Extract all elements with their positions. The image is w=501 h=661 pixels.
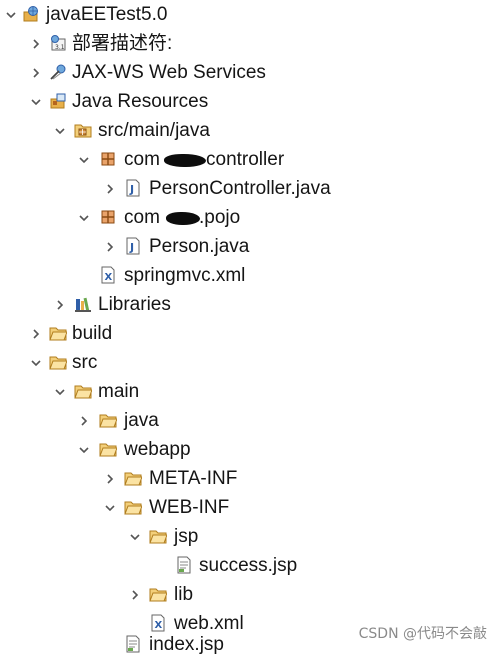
java-file-icon: J — [124, 179, 142, 197]
chevron-right-icon[interactable] — [29, 37, 43, 51]
folder-icon — [124, 498, 142, 516]
tree-item-label: JAX-WS Web Services — [72, 62, 266, 83]
svg-text:X: X — [105, 272, 113, 283]
svg-text:X: X — [155, 620, 163, 631]
tree-item-meta-inf[interactable]: META-INF — [0, 466, 501, 495]
folder-icon — [149, 585, 167, 603]
tree-item-label: javaEETest5.0 — [46, 4, 168, 25]
tree-item-label: com — [124, 207, 160, 228]
java-resources-icon — [49, 92, 67, 110]
source-folder-icon — [74, 121, 92, 139]
tree-item-package-pojo[interactable]: com .pojo — [0, 205, 501, 234]
tree-item-jax-ws[interactable]: JAX-WS Web Services — [0, 60, 501, 89]
folder-icon — [49, 353, 67, 371]
chevron-down-icon[interactable] — [53, 385, 67, 399]
chevron-down-icon[interactable] — [53, 124, 67, 138]
tree-item-label: META-INF — [149, 468, 238, 489]
tree-item-label: src/main/java — [98, 120, 210, 141]
folder-icon — [124, 469, 142, 487]
chevron-right-icon[interactable] — [29, 327, 43, 341]
chevron-down-icon[interactable] — [4, 8, 18, 22]
tree-item-label: com — [124, 149, 160, 170]
tree-item-label: lib — [174, 584, 194, 605]
tree-item-label: index.jsp — [149, 634, 224, 655]
tree-item-project[interactable]: javaEETest5.0 — [0, 2, 501, 31]
tree-item-label: src — [72, 352, 98, 373]
libraries-icon — [74, 295, 92, 313]
tree-item-deployment-descriptor[interactable]: 3.1 部署描述符: — [0, 31, 501, 60]
tree-item-web-inf[interactable]: WEB-INF — [0, 495, 501, 524]
chevron-down-icon[interactable] — [29, 95, 43, 109]
tree-item-webapp[interactable]: webapp — [0, 437, 501, 466]
chevron-down-icon[interactable] — [29, 356, 43, 370]
tree-item-label: web.xml — [174, 613, 244, 634]
java-file-icon: J — [124, 237, 142, 255]
xml-file-icon: X — [99, 266, 117, 284]
tree-item-label: Person.java — [149, 236, 250, 257]
tree-item-package-controller[interactable]: com controller — [0, 147, 501, 176]
tree-item-success-jsp[interactable]: success.jsp — [0, 553, 501, 582]
folder-icon — [74, 382, 92, 400]
watermark: CSDN @代码不会敲 — [358, 626, 487, 642]
chevron-down-icon[interactable] — [77, 443, 91, 457]
tree-item-label: success.jsp — [199, 555, 298, 576]
tree-item-index-jsp[interactable]: index.jsp — [0, 632, 501, 661]
tree-item-jsp-folder[interactable]: jsp — [0, 524, 501, 553]
chevron-down-icon[interactable] — [77, 153, 91, 167]
package-icon — [99, 150, 117, 168]
xml-file-icon: X — [149, 614, 167, 632]
tree-item-label-suffix: controller — [206, 149, 285, 170]
svg-text:3.1: 3.1 — [55, 44, 65, 51]
chevron-right-icon[interactable] — [103, 182, 117, 196]
jsp-file-icon — [175, 556, 193, 574]
jsp-file-icon — [124, 635, 142, 653]
tree-item-label: springmvc.xml — [124, 265, 246, 286]
tree-item-java-resources[interactable]: Java Resources — [0, 89, 501, 118]
tree-item-label: java — [124, 410, 159, 431]
folder-icon — [149, 527, 167, 545]
tree-item-label: 部署描述符: — [72, 33, 173, 54]
tree-item-springmvc-xml[interactable]: X springmvc.xml — [0, 263, 501, 292]
chevron-right-icon[interactable] — [29, 66, 43, 80]
tree-item-label: build — [72, 323, 113, 344]
deployment-descriptor-icon: 3.1 — [49, 34, 67, 52]
tree-item-src-main-java[interactable]: src/main/java — [0, 118, 501, 147]
tree-item-label-suffix: .pojo — [199, 207, 241, 228]
folder-icon — [99, 440, 117, 458]
tree-item-label: Java Resources — [72, 91, 209, 112]
tree-item-label: PersonController.java — [149, 178, 331, 199]
chevron-right-icon[interactable] — [103, 472, 117, 486]
tree-item-src[interactable]: src — [0, 350, 501, 379]
tree-item-libraries[interactable]: Libraries — [0, 292, 501, 321]
tree-item-label: jsp — [174, 526, 199, 547]
tree-item-label: webapp — [124, 439, 191, 460]
chevron-right-icon[interactable] — [77, 414, 91, 428]
chevron-down-icon[interactable] — [77, 211, 91, 225]
chevron-down-icon[interactable] — [128, 530, 142, 544]
svg-text:J: J — [129, 183, 134, 196]
folder-icon — [99, 411, 117, 429]
folder-icon — [49, 324, 67, 342]
chevron-right-icon[interactable] — [128, 588, 142, 602]
tree-item-java-folder[interactable]: java — [0, 408, 501, 437]
tree-item-build[interactable]: build — [0, 321, 501, 350]
svg-text:J: J — [129, 241, 134, 254]
redaction-mark — [164, 154, 206, 167]
tree-item-lib[interactable]: lib — [0, 582, 501, 611]
chevron-right-icon[interactable] — [53, 298, 67, 312]
tree-item-label: WEB-INF — [149, 497, 230, 518]
tree-item-person-java[interactable]: J Person.java — [0, 234, 501, 263]
package-icon — [99, 208, 117, 226]
tree-item-person-controller[interactable]: J PersonController.java — [0, 176, 501, 205]
web-project-icon — [22, 5, 40, 23]
chevron-down-icon[interactable] — [103, 501, 117, 515]
tree-item-web-xml[interactable]: X web.xml — [0, 611, 501, 640]
tree-item-main[interactable]: main — [0, 379, 501, 408]
redaction-mark — [166, 212, 200, 225]
tree-item-label: Libraries — [98, 294, 171, 315]
chevron-right-icon[interactable] — [103, 240, 117, 254]
web-services-icon — [49, 63, 67, 81]
tree-item-label: main — [98, 381, 140, 402]
